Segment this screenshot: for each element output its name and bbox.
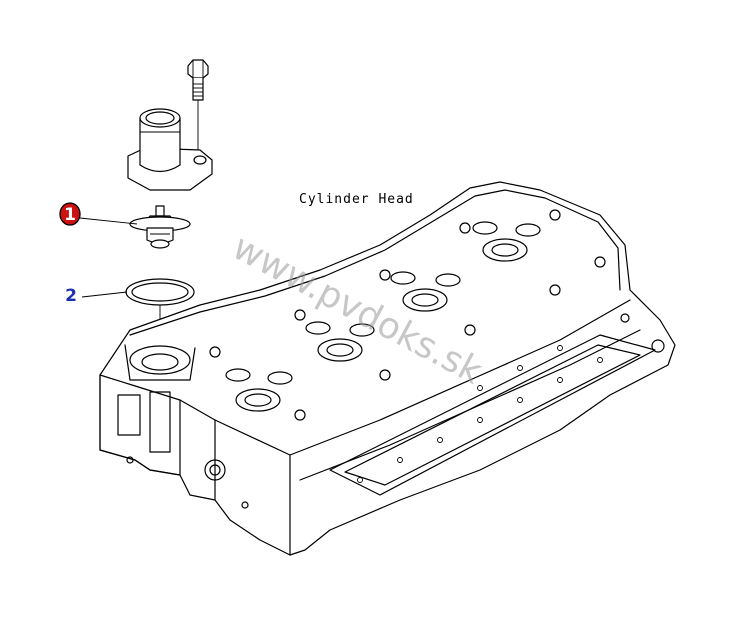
leader-line-2: [81, 291, 128, 298]
callout-1[interactable]: 1: [59, 202, 81, 226]
cylinder-head: [99, 181, 676, 556]
head-bolt-holes: [209, 209, 665, 421]
bolt: [187, 59, 209, 160]
thermostat-housing: [127, 108, 213, 191]
flange-holes: [357, 345, 603, 483]
callout-2-label[interactable]: 2: [65, 286, 77, 306]
valve-pockets: [225, 221, 541, 412]
callout-1-label: 1: [64, 205, 76, 225]
cylinder-head-label: Cylinder Head: [299, 192, 414, 207]
thermostat: [129, 205, 191, 249]
leader-line-1: [79, 217, 138, 225]
